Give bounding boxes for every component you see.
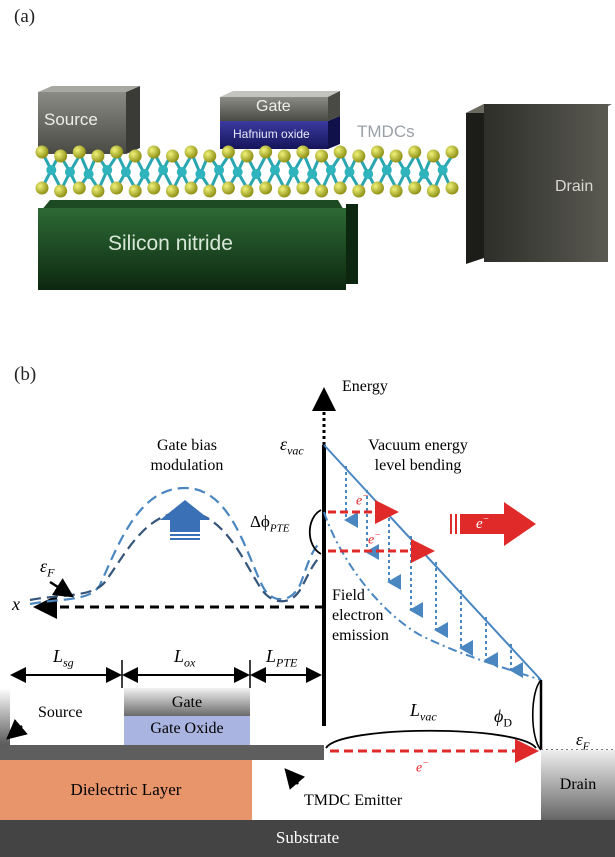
drain-block [466, 104, 612, 264]
tmdc-lattice [35, 145, 459, 198]
dielectric-layer-block [0, 760, 252, 820]
gate-barrier-curve-low [29, 510, 323, 603]
l-vac-bracket [325, 729, 537, 749]
drain-label-3d: Drain [555, 178, 594, 195]
gate-bias-up-arrow [160, 500, 210, 540]
gate-label-3d: Gate [256, 98, 291, 115]
gate-barrier-curve-high [29, 486, 323, 606]
drain-fermi-label: εF [576, 730, 590, 753]
tmdcs-label: TMDCs [357, 122, 415, 141]
gate-oxide-label: Gate Oxide [150, 720, 224, 737]
drain-label-b: Drain [559, 776, 597, 793]
vacuum-level-bent-curve [323, 511, 542, 681]
electron-label-upper: e− [356, 491, 369, 509]
gate-block [220, 91, 340, 121]
tmdc-emitter-layer [0, 745, 324, 760]
l-ox-label: Lox [174, 646, 196, 670]
source-label-3d: Source [44, 110, 98, 129]
l-vac-label: Lvac [410, 700, 437, 724]
fermi-level-label: εF [40, 556, 55, 580]
source-pointer-arrow [6, 719, 28, 740]
delta-phi-label: ΔϕPTE [250, 512, 290, 535]
vacuum-level-symbol: εvac [280, 434, 304, 458]
tmdc-emitter-pointer [284, 768, 305, 790]
panel-a-label: (a) [14, 6, 36, 27]
electron-label-big-arrow: e− [476, 514, 490, 532]
device-3d-illustration [35, 86, 612, 290]
electron-label-lower: e− [368, 530, 381, 548]
hafnium-oxide-block [220, 116, 340, 149]
hafnium-oxide-label: Hafnium oxide [233, 127, 310, 141]
delta-phi-bracket [308, 509, 322, 555]
substrate-label: Substrate [275, 828, 340, 847]
silicon-nitride-label: Silicon nitride [108, 232, 233, 255]
energy-axis-label: Energy [342, 378, 388, 395]
electron-label-bottom: e− [416, 758, 429, 776]
big-electron-arrow [450, 502, 536, 546]
dielectric-layer-label: Dielectric Layer [70, 780, 182, 799]
source-block-b [0, 688, 10, 745]
silicon-nitride-block [38, 200, 358, 290]
x-axis-label: x [12, 594, 20, 614]
substrate-block [0, 820, 615, 857]
gate-oxide-block [124, 716, 250, 745]
gate-label-b: Gate [171, 694, 203, 711]
tmdc-emitter-label: TMDC Emitter [304, 792, 403, 809]
phi-d-label: ϕD [494, 706, 512, 730]
panel-b-label: (b) [14, 364, 37, 385]
fermi-arrow [49, 578, 75, 598]
source-label-b: Source [38, 704, 83, 721]
drain-block-b [541, 750, 615, 820]
gate-block-b [124, 688, 250, 716]
l-sg-label: Lsg [53, 646, 74, 670]
l-pte-label: LPTE [266, 646, 298, 670]
source-block [38, 86, 140, 154]
